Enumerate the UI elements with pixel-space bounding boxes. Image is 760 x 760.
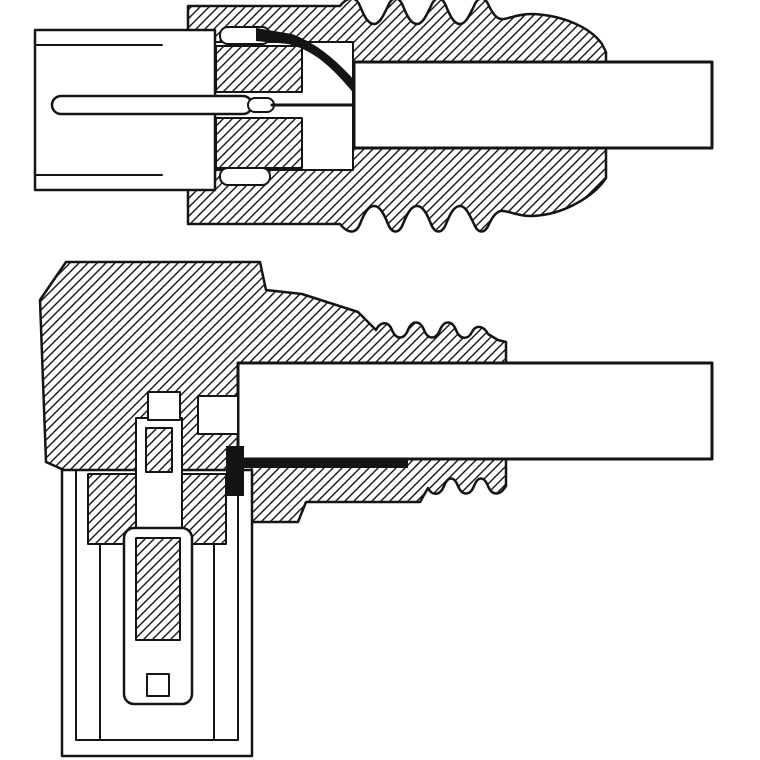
crimp-contact-vertical xyxy=(226,446,244,496)
straight-connector-diagram: Straight coaxial plug connector, section… xyxy=(33,0,714,233)
clamp-block-small xyxy=(147,391,181,421)
contact-finger-lower xyxy=(219,167,271,186)
clamp-block-large xyxy=(197,395,239,435)
dielectric-insulator-lower xyxy=(215,117,303,169)
pin-stub xyxy=(247,97,275,113)
cable-top xyxy=(352,60,714,150)
pin-tip-slot xyxy=(146,673,170,697)
crimp-contact-horizontal xyxy=(244,458,408,468)
right-angle-connector-diagram: Right-angle coaxial plug connector, sect… xyxy=(38,260,714,758)
pin-core xyxy=(135,537,181,641)
dielectric-insulator-upper xyxy=(215,45,303,93)
center-pin xyxy=(50,94,254,116)
crimp-contact-band xyxy=(256,28,356,96)
channel-insert xyxy=(145,427,173,473)
cable-bottom xyxy=(236,361,714,461)
